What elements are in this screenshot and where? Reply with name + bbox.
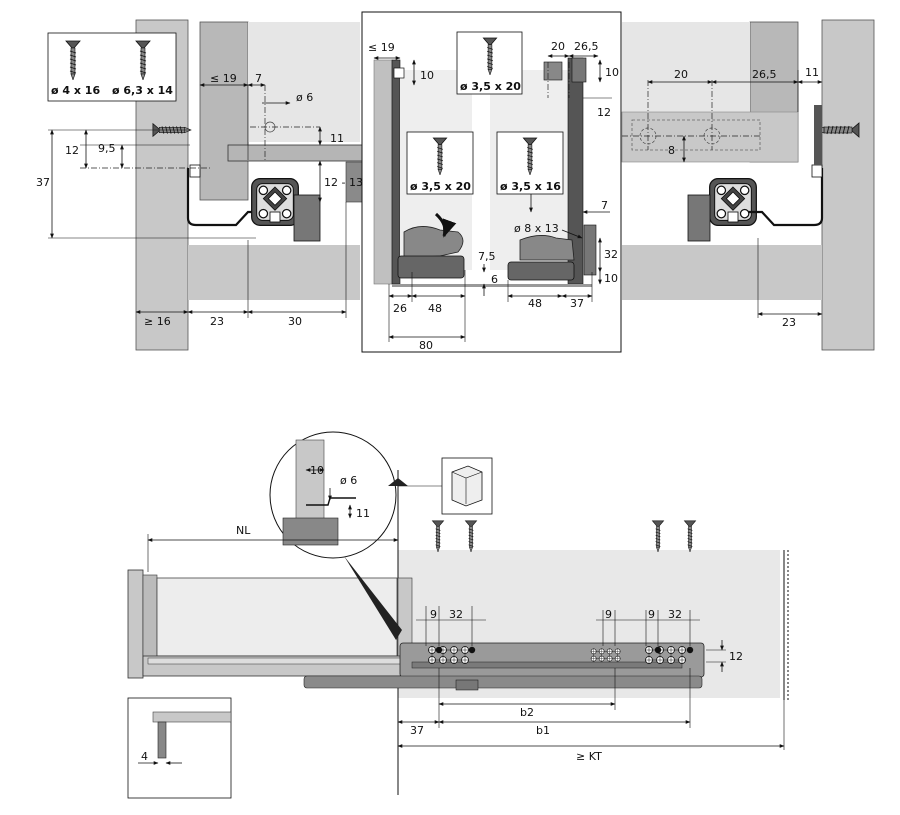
detail-pointer	[344, 556, 402, 640]
dim-20-right: 20	[674, 68, 688, 81]
dim-9-mid: 9	[605, 608, 612, 621]
drawer-background	[248, 22, 360, 142]
dim-hole-6: ø 6	[296, 91, 313, 104]
dim-37-center: 37	[570, 297, 584, 310]
dim-20-center: 20	[551, 40, 565, 53]
dim-10-bottom: 10	[604, 272, 618, 285]
screw-b1-b-icon	[465, 520, 477, 552]
dim-48-left: 48	[428, 302, 442, 315]
screw-b2-a-icon	[652, 520, 664, 552]
top-left-view: ø 4 x 16 ø 6,3 x 14 ≤ 19 7 ø 6 11 12 - 1…	[36, 19, 363, 351]
screw-top-label: ø 3,5 x 20	[460, 80, 521, 93]
screw-b2-b-icon	[684, 520, 696, 552]
screw-rear-label: ø 3,5 x 16	[500, 180, 561, 193]
cabinet-bottom-band	[188, 245, 360, 300]
dim-4-inset: 4	[141, 750, 148, 763]
dim-12-bottom: 12	[729, 650, 743, 663]
dim-23-right: 23	[782, 316, 796, 329]
dim-8-right: 8	[668, 144, 675, 157]
dim-11: 11	[330, 132, 344, 145]
top-right-view: 20 26,5 11 8 23	[621, 19, 875, 351]
dim-12-13: 12 - 13	[324, 176, 363, 189]
dim-6-center: 6	[491, 273, 498, 286]
dim-le-19: ≤ 19	[210, 72, 237, 85]
dim-9-rear: 9	[648, 608, 655, 621]
legend-screw-b: ø 6,3 x 14	[112, 84, 173, 97]
detail-dim-6: ø 6	[340, 474, 357, 487]
dim-32-front: 32	[449, 608, 463, 621]
locking-clip-right-icon	[708, 177, 758, 227]
screw-front-label: ø 3,5 x 20	[410, 180, 471, 193]
dim-9-5: 9,5	[98, 142, 116, 155]
dim-26-5-right: 26,5	[752, 68, 777, 81]
dim-8x13: ø 8 x 13	[514, 222, 559, 235]
drawer-side-panel	[199, 21, 249, 201]
dim-30: 30	[288, 315, 302, 328]
dim-b1: b1	[536, 724, 550, 737]
runner-body	[293, 194, 321, 242]
legend-screw-a: ø 4 x 16	[51, 84, 100, 97]
dim-26-5-center: 26,5	[574, 40, 599, 53]
screw-hole-marker	[189, 164, 201, 178]
cabinet-side-panel-right	[821, 19, 875, 351]
detail-dim-11: 11	[356, 507, 370, 520]
bottom-side-view: 10 ø 6 11 NL 9 32 9 9 32 12	[127, 431, 789, 799]
rear-locking-device	[519, 235, 575, 261]
dim-80: 80	[419, 339, 433, 352]
dim-7-center: 7	[601, 199, 608, 212]
detail-dim-10: 10	[310, 464, 324, 477]
dim-23: 23	[210, 315, 224, 328]
runner-bracket-profile	[186, 168, 262, 227]
cabinet-icon	[451, 465, 483, 507]
runner-bracket-profile-right	[748, 168, 824, 227]
drawer-front	[127, 569, 144, 679]
dim-10-center: 10	[420, 69, 434, 82]
dim-48-right: 48	[528, 297, 542, 310]
screw-b1-a-icon	[432, 520, 444, 552]
dim-37: 37	[36, 176, 50, 189]
dim-32-center: 32	[604, 248, 618, 261]
dim-37-bottom: 37	[410, 724, 424, 737]
dim-32-rear: 32	[668, 608, 682, 621]
center-detail-panel: ø 3,5 x 20 ø 3,5 x 20 ø 3,5 x 16 ≤ 19 10…	[361, 11, 622, 353]
dim-nl: NL	[236, 524, 251, 537]
dim-b2: b2	[520, 706, 534, 719]
dim-ge-16: ≥ 16	[144, 315, 171, 328]
dim-11-right: 11	[805, 66, 819, 79]
dim-12: 12	[65, 144, 79, 157]
dim-10-top-right: 10	[605, 66, 619, 79]
dim-12-center: 12	[597, 106, 611, 119]
front-panel-edge	[391, 59, 401, 285]
dim-kt: ≥ KT	[576, 750, 602, 763]
locking-clip-icon	[250, 177, 300, 227]
dim-26-center: 26	[393, 302, 407, 315]
dim-le-19-center: ≤ 19	[368, 41, 395, 54]
dim-9-front: 9	[430, 608, 437, 621]
dim-7: 7	[255, 72, 262, 85]
dim-7-5: 7,5	[478, 250, 496, 263]
